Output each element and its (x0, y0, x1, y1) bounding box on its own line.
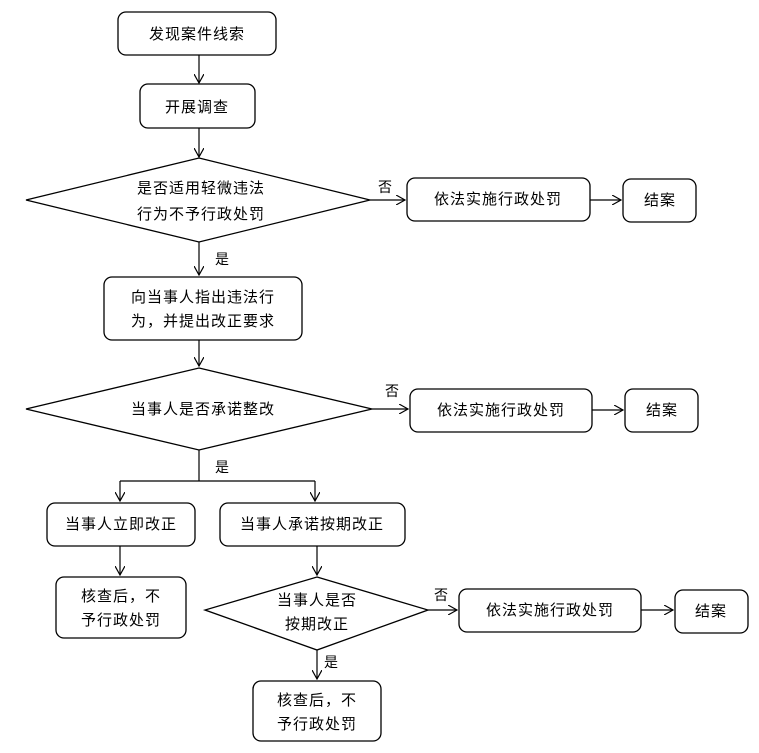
node-verify-2-line1: 核查后，不 (277, 691, 357, 709)
label-no-2: 否 (385, 384, 399, 400)
node-verify-1-line1: 核查后，不 (81, 587, 161, 605)
node-close-3-text: 结案 (695, 602, 727, 620)
node-verify-2-line2: 予行政处罚 (277, 715, 357, 733)
decision3-text-line2: 按期改正 (285, 615, 349, 633)
node-close-2: 结案 (624, 388, 699, 433)
node-immediate-rectify: 当事人立即改正 (46, 502, 196, 547)
label-yes-1: 是 (215, 252, 229, 268)
node-verify-1-line2: 予行政处罚 (81, 611, 161, 629)
node-investigate-text: 开展调查 (165, 98, 229, 116)
node-penalty-2: 依法实施行政处罚 (409, 388, 593, 433)
decision-light-violation: 是否适用轻微违法 行为不予行政处罚 (25, 157, 371, 243)
node-discover: 发现案件线索 (117, 11, 277, 56)
node-immediate-rectify-text: 当事人立即改正 (65, 515, 177, 533)
node-close-1-text: 结案 (644, 191, 676, 209)
node-penalty-3-text: 依法实施行政处罚 (486, 601, 614, 619)
node-point-out: 向当事人指出违法行 为，并提出改正要求 (103, 276, 303, 341)
decision3-text-line1: 当事人是否 (277, 591, 357, 609)
node-promise-rectify: 当事人承诺按期改正 (219, 502, 406, 547)
label-no-1: 否 (378, 180, 392, 196)
decision1-text-line2: 行为不予行政处罚 (137, 205, 265, 223)
node-discover-text: 发现案件线索 (149, 25, 245, 43)
node-investigate: 开展调查 (139, 83, 256, 129)
node-penalty-1-text: 依法实施行政处罚 (434, 190, 562, 208)
node-penalty-2-text: 依法实施行政处罚 (437, 401, 565, 419)
label-yes-3: 是 (324, 655, 338, 671)
decision-on-time: 当事人是否 按期改正 (202, 576, 431, 651)
node-verify-1: 核查后，不 予行政处罚 (55, 576, 187, 639)
node-penalty-3: 依法实施行政处罚 (458, 588, 642, 633)
decision-promise-rectify: 当事人是否承诺整改 (25, 367, 373, 451)
node-verify-2: 核查后，不 予行政处罚 (252, 680, 382, 742)
node-point-out-line2: 为，并提出改正要求 (131, 312, 275, 330)
node-point-out-line1: 向当事人指出违法行 (131, 288, 275, 306)
node-close-2-text: 结案 (646, 401, 678, 419)
decision1-text-line1: 是否适用轻微违法 (137, 179, 265, 197)
node-close-3: 结案 (674, 589, 749, 634)
label-no-3: 否 (434, 588, 448, 604)
node-promise-rectify-text: 当事人承诺按期改正 (240, 515, 384, 533)
node-penalty-1: 依法实施行政处罚 (406, 177, 591, 222)
node-close-1: 结案 (622, 178, 697, 223)
decision2-text: 当事人是否承诺整改 (131, 400, 275, 418)
label-yes-2: 是 (215, 460, 229, 476)
